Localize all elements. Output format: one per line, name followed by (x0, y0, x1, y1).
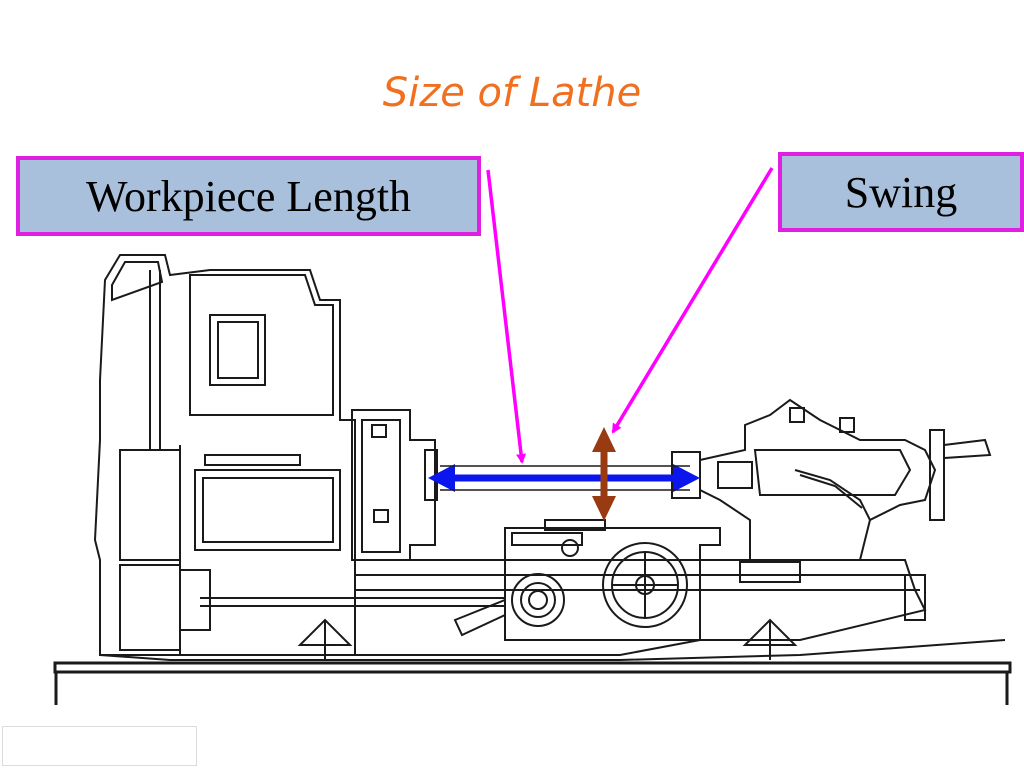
swing-label: Swing (778, 152, 1024, 232)
swing-arrow-icon (592, 427, 616, 521)
length-arrow-icon (428, 464, 700, 492)
base-stand (53, 661, 1012, 705)
page-title: Size of Lathe (382, 70, 642, 116)
length-pointer (486, 169, 527, 464)
pointer-lines (486, 167, 774, 464)
workpiece-length-label: Workpiece Length (16, 156, 481, 236)
lathe-drawing (93, 254, 1006, 661)
footer-placeholder-box (2, 726, 197, 766)
swing-pointer (611, 167, 774, 434)
